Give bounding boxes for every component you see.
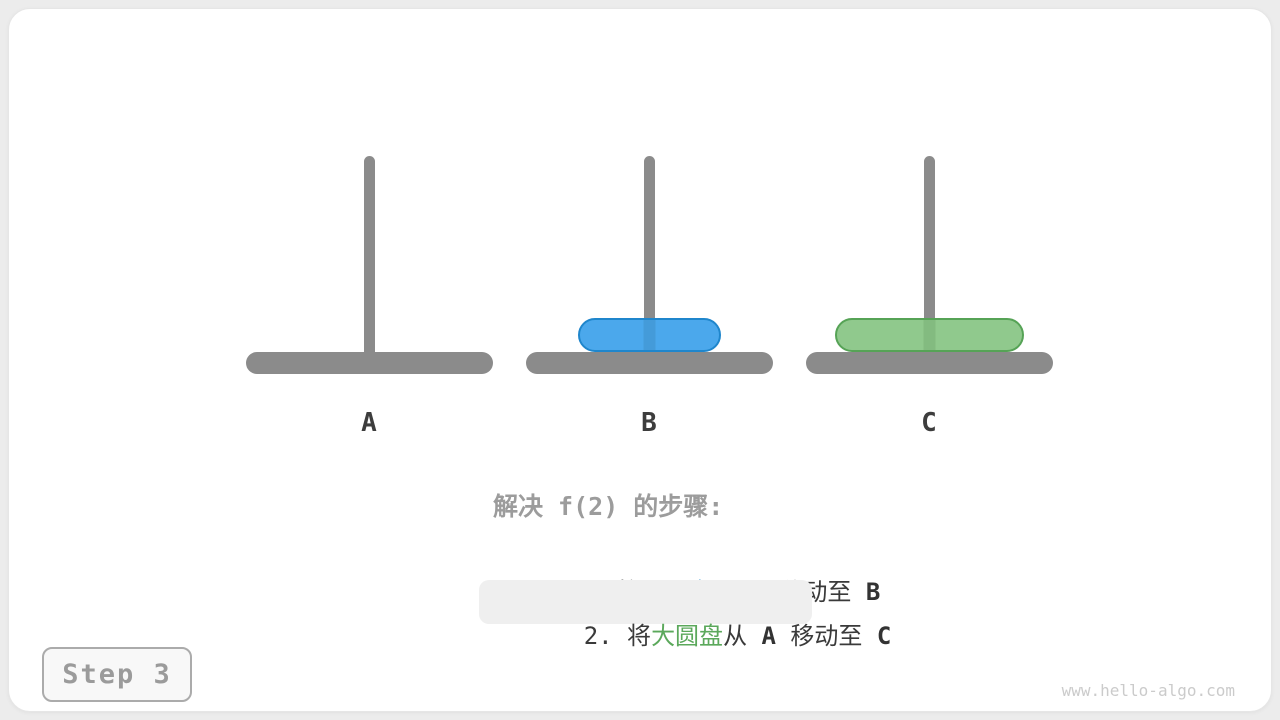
small-disk — [578, 318, 721, 352]
peg-b-base — [526, 352, 773, 374]
step2-number-text: 2. 将 — [583, 622, 652, 650]
peg-a-base — [246, 352, 493, 374]
peg-c-label: C — [921, 408, 937, 438]
step2-from-text: 从 — [723, 622, 762, 650]
peg-a-pole — [364, 156, 375, 363]
diagram-card: A B C 解决 f(2) 的步骤: 1. 将小圆盘从 A 移动至 B 2. 将… — [8, 8, 1272, 712]
peg-c-pole — [924, 156, 935, 363]
step2-move-text: 移动至 — [775, 622, 877, 650]
caption-title: 解决 f(2) 的步骤: — [493, 492, 724, 521]
step-line-2: 2. 将大圆盘从 A 移动至 C — [497, 585, 892, 687]
peg-b-label: B — [641, 408, 657, 438]
step-badge-label: Step 3 — [62, 659, 172, 690]
step2-from-peg: A — [761, 622, 776, 650]
step2-to-peg: C — [876, 622, 892, 650]
step-badge: Step 3 — [42, 647, 192, 702]
peg-a-label: A — [361, 408, 377, 438]
step-line-2-highlight — [479, 580, 812, 624]
large-disk — [835, 318, 1024, 352]
peg-c-base — [806, 352, 1053, 374]
step1-to-peg: B — [865, 578, 881, 606]
step2-disk-name: 大圆盘 — [651, 622, 724, 650]
watermark: www.hello-algo.com — [1061, 681, 1235, 700]
peg-b-pole — [644, 156, 655, 363]
